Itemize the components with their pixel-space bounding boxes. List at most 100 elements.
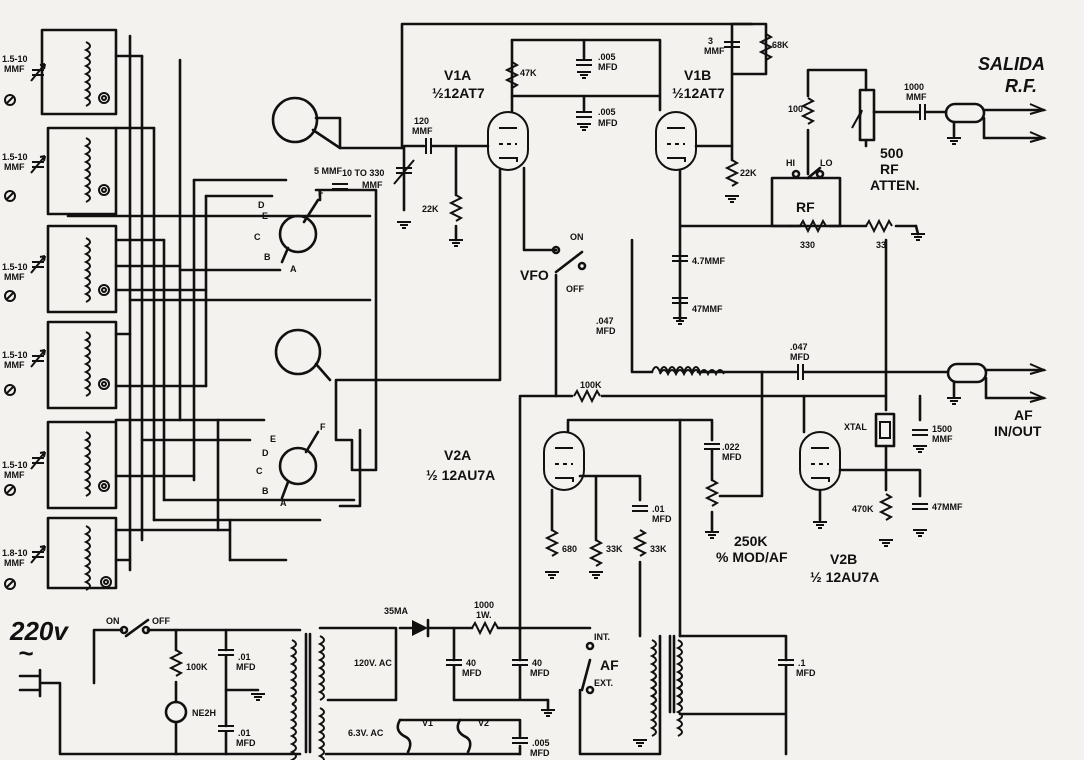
switch2-label-d: D	[262, 448, 269, 458]
cap-047-b-unit: MFD	[790, 352, 810, 362]
cap-40-b: 40	[532, 658, 542, 668]
cap-1-unit: MFD	[796, 668, 816, 678]
neon-ne2h: NE2H	[192, 708, 216, 718]
cap-1000-unit: MMF	[906, 92, 927, 102]
switch1-label-c: C	[254, 232, 261, 242]
res-680: 680	[562, 544, 577, 554]
heater-v2: V2	[478, 718, 489, 728]
tube-v2a-type: ½ 12AU7A	[426, 467, 495, 483]
rf-switch-label: RF	[796, 199, 815, 215]
cap-01-bot: .01	[238, 728, 251, 738]
tube-v2a-label: V2A	[444, 447, 471, 463]
trimmer-value-1: 1.5-10	[2, 54, 28, 64]
tube-v2b-type: ½ 12AU7A	[810, 569, 879, 585]
cap-005-a-unit: MFD	[598, 62, 618, 72]
res-470k: 470K	[852, 504, 874, 514]
cap-047-a-unit: MFD	[596, 326, 616, 336]
trimmer-unit-1: MMF	[4, 64, 25, 74]
trimmer-unit-5: MMF	[4, 470, 25, 480]
cap-5mmf: 5 MMF	[314, 166, 343, 176]
switch2-label-e: E	[270, 434, 276, 444]
tube-v1b-type: ½12AT7	[672, 85, 725, 101]
switch1-label-e: E	[262, 211, 268, 221]
switch1-label-b: B	[264, 252, 271, 262]
res-68k: 68K	[772, 40, 789, 50]
trimmer-value-5: 1.5-10	[2, 460, 28, 470]
tube-v2b-label: V2B	[830, 551, 857, 567]
power-on: ON	[106, 616, 120, 626]
res-47k: 47K	[520, 68, 537, 78]
vfo-on: ON	[570, 232, 584, 242]
vfo-label: VFO	[520, 267, 549, 283]
switch2-label-b: B	[262, 486, 269, 496]
switch2-label-f: F	[320, 422, 326, 432]
switch2-label-a: A	[280, 498, 287, 508]
power-off: OFF	[152, 616, 170, 626]
trimmer-unit-3: MMF	[4, 272, 25, 282]
cap-40-b-unit: MFD	[530, 668, 550, 678]
switch1-label-d: D	[258, 200, 265, 210]
trimmer-value-2: 1.5-10	[2, 152, 28, 162]
cap-120-unit: MMF	[412, 126, 433, 136]
trimmer-unit-2: MMF	[4, 162, 25, 172]
res-22k-grid: 22K	[422, 204, 439, 214]
res-22k-cathode: 22K	[740, 168, 757, 178]
cap-3: 3	[708, 36, 713, 46]
cap-47mmf-a: 4.7MMF	[692, 256, 726, 266]
switch-af: AF	[600, 657, 619, 673]
cap-005-a: .005	[598, 52, 616, 62]
salida-label: SALIDA	[978, 54, 1045, 74]
tube-v1a-type: ½12AT7	[432, 85, 485, 101]
cap-005-c: .005	[532, 738, 550, 748]
res-100: 100	[788, 104, 803, 114]
switch-hi: HI	[786, 158, 795, 168]
cap-47mmf-c: 47MMF	[932, 502, 963, 512]
xtal-label: XTAL	[844, 422, 867, 432]
cap-var-unit: MMF	[362, 180, 383, 190]
coil-bank: 1.5-10 MMF 1.5-10 MMF 1.5-10 MMF 1.5-10 …	[2, 28, 372, 591]
switch2-label-c: C	[256, 466, 263, 476]
af-inout-2: IN/OUT	[994, 423, 1042, 439]
trimmer-unit-6: MMF	[4, 558, 25, 568]
res-100k: 100K	[580, 380, 602, 390]
res-1000-watt: 1W.	[476, 610, 492, 620]
trimmer-value-4: 1.5-10	[2, 350, 28, 360]
atten-label: ATTEN.	[870, 177, 920, 193]
res-33k-1: 33K	[606, 544, 623, 554]
cap-047-b: .047	[790, 342, 808, 352]
cap-022-unit: MFD	[722, 452, 742, 462]
res-33k-2: 33K	[650, 544, 667, 554]
cap-005-b-unit: MFD	[598, 118, 618, 128]
cap-01-top: .01	[238, 652, 251, 662]
diode-35ma: 35MA	[384, 606, 409, 616]
cap-40-a: 40	[466, 658, 476, 668]
mains-ac-symbol: ~	[18, 638, 33, 668]
trimmer-unit-4: MMF	[4, 360, 25, 370]
heater-v1: V1	[422, 718, 433, 728]
tube-v1a-label: V1A	[444, 67, 471, 83]
atten-value: 500	[880, 145, 904, 161]
switch1-label-a: A	[290, 264, 297, 274]
cap-1500: 1500	[932, 424, 952, 434]
sec-63v: 6.3V. AC	[348, 728, 384, 738]
cap-022: .022	[722, 442, 740, 452]
pot-label: % MOD/AF	[716, 549, 788, 565]
cap-01-bot-unit: MFD	[236, 738, 256, 748]
res-1000: 1000	[474, 600, 494, 610]
mains-voltage: 220v	[9, 616, 69, 646]
af-inout-1: AF	[1014, 407, 1033, 423]
cap-047-a: .047	[596, 316, 614, 326]
cap-47mmf-b: 47MMF	[692, 304, 723, 314]
atten-rf: RF	[880, 161, 899, 177]
cap-3-unit: MMF	[704, 46, 725, 56]
sec-120v: 120V. AC	[354, 658, 392, 668]
rf-output-label: R.F.	[1005, 76, 1037, 96]
switch-lo: LO	[820, 158, 833, 168]
trimmer-value-3: 1.5-10	[2, 262, 28, 272]
cap-var-range: 10 TO 330	[342, 168, 384, 178]
trimmer-value-6: 1.8-10	[2, 548, 28, 558]
power-supply: 220v ~ ON OFF 100K NE2H .01 MFD .01 MFD …	[9, 600, 816, 760]
cap-1000: 1000	[904, 82, 924, 92]
cap-1500-unit: MMF	[932, 434, 953, 444]
cap-40-a-unit: MFD	[462, 668, 482, 678]
